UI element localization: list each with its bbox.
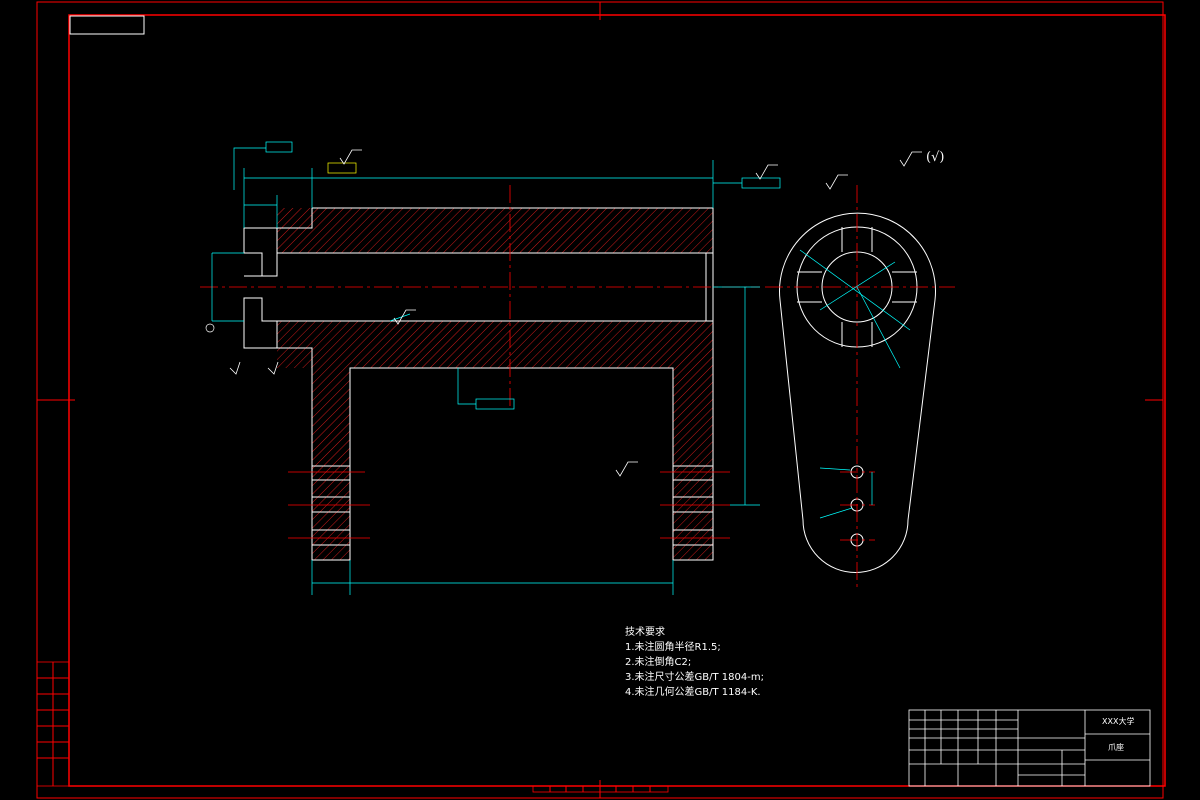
tech-req-item-3: 3.未注尺寸公差GB/T 1804-m;	[625, 672, 764, 683]
technical-requirements: 技术要求 1.未注圆角半径R1.5; 2.未注倒角C2; 3.未注尺寸公差GB/…	[625, 625, 764, 700]
school-name: XXX大学	[1102, 717, 1135, 726]
title-block	[908, 709, 1151, 787]
part-name: 爪座	[1108, 743, 1124, 752]
drawing-frame	[36, 1, 1166, 799]
tech-req-item-2: 2.未注倒角C2;	[625, 657, 692, 668]
end-outline	[779, 212, 936, 573]
side-dimensions	[211, 147, 760, 595]
tech-req-item-4: 4.未注几何公差GB/T 1184-K.	[625, 687, 761, 698]
general-roughness-note: (√)	[926, 150, 945, 165]
side-centerlines	[200, 185, 760, 539]
end-centerlines	[765, 185, 955, 590]
roughness-symbols	[229, 149, 922, 477]
section-hatching	[277, 208, 713, 560]
tech-req-item-1: 1.未注圆角半径R1.5;	[625, 642, 721, 653]
tech-req-title: 技术要求	[625, 627, 665, 638]
side-view	[200, 141, 781, 595]
gdt-frames	[205, 141, 781, 410]
end-view	[765, 185, 955, 590]
end-dimensions	[799, 249, 911, 519]
